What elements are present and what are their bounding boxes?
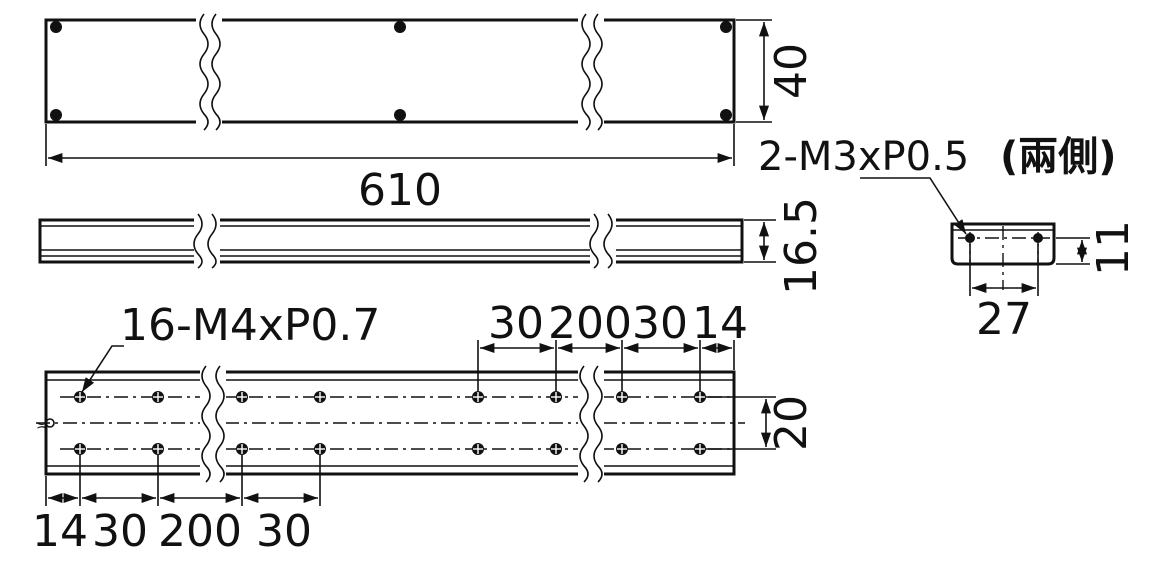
- side-height-dimension: 16.5: [776, 197, 827, 295]
- left-dim-3: 30: [256, 506, 312, 557]
- mount-dot: [394, 109, 406, 121]
- mount-dot: [720, 21, 732, 33]
- right-dim-2: 30: [632, 298, 688, 349]
- left-dim-1: 30: [92, 506, 148, 557]
- side-view: 16.5: [38, 197, 827, 295]
- end-height-dimension: 11: [1088, 220, 1139, 276]
- thread-leader: [860, 177, 967, 235]
- break-line-left: [199, 13, 209, 131]
- thread-hole: [965, 233, 975, 243]
- thread-hole: [1033, 233, 1043, 243]
- bottom-view: ≍: [32, 298, 817, 557]
- end-view: 2-M3xP0.5 (兩側) 11 27: [758, 134, 1139, 345]
- side-view-outline: [38, 218, 744, 264]
- right-dim-1: 200: [548, 298, 632, 349]
- end-width-dimension: 27: [976, 294, 1032, 345]
- thread-note: (兩側): [1000, 134, 1117, 180]
- svg-text:≍: ≍: [36, 418, 48, 434]
- right-dim-0: 30: [488, 298, 544, 349]
- mount-dot: [50, 21, 62, 33]
- length-dimension: 610: [358, 165, 442, 216]
- break-line-right: [581, 13, 591, 131]
- thread-callout: 2-M3xP0.5: [758, 134, 969, 180]
- hole-callout: 16-M4xP0.7: [120, 300, 380, 351]
- height-dimension: 40: [766, 43, 817, 99]
- right-dim-3: 14: [692, 298, 748, 349]
- left-dim-0: 14: [32, 506, 88, 557]
- top-view-outline: [44, 18, 736, 124]
- mount-dot: [720, 109, 732, 121]
- end-profile: [950, 222, 1056, 266]
- mount-dot: [50, 109, 62, 121]
- mount-dot: [394, 21, 406, 33]
- hole-leader: [81, 345, 124, 393]
- left-dim-2: 200: [158, 506, 242, 557]
- top-view: 610 40: [44, 12, 817, 216]
- hole-spacing-dimension: 20: [766, 395, 817, 451]
